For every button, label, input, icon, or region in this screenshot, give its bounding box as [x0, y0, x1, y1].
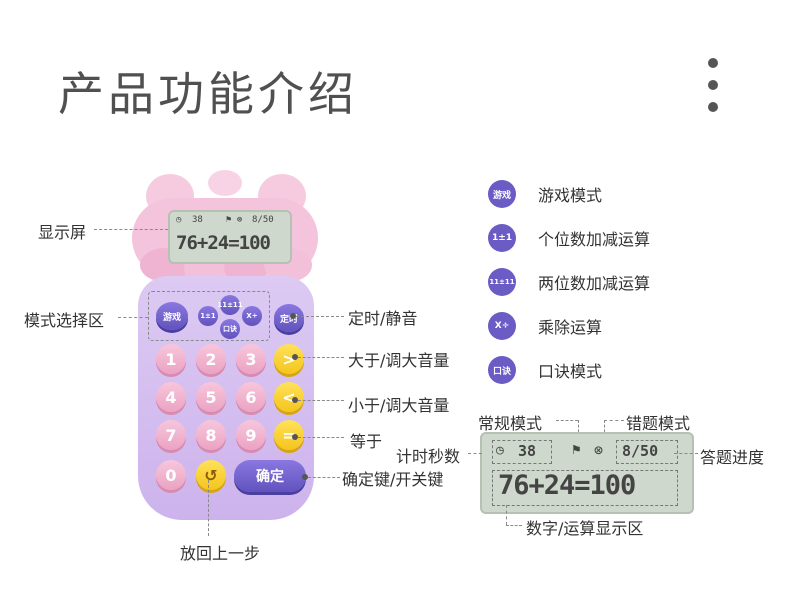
callout-display: 显示屏 — [38, 223, 87, 242]
less-key[interactable]: < — [274, 382, 304, 412]
digit-key-1[interactable]: 1 — [156, 344, 186, 374]
callout-mode-area: 模式选择区 — [24, 311, 105, 330]
lcd-progress: 8/50 — [252, 215, 274, 225]
lcd-detail-timer: 38 — [518, 442, 537, 460]
lcd-expression: 76+24=100 — [176, 232, 271, 254]
mode-selection-box — [148, 291, 270, 341]
greater-key[interactable]: > — [274, 344, 304, 374]
legend-item-oral: 口诀 口诀模式 — [488, 348, 708, 392]
leader-mode-area — [118, 317, 148, 318]
undo-key[interactable]: ↺ — [196, 460, 226, 490]
leader-equal — [298, 437, 344, 438]
calculator-display: ◷ 38 ⚑ ⊗ 8/50 76+24=100 — [168, 210, 292, 264]
label-answer-progress: 答题进度 — [700, 448, 765, 467]
lcd-detail-error-icon: ⊗ — [594, 441, 604, 459]
digit-key-8[interactable]: 8 — [196, 420, 226, 450]
lcd-flag-icon: ⚑ ⊗ — [226, 215, 243, 225]
digit-key-3[interactable]: 3 — [236, 344, 266, 374]
digit-key-7[interactable]: 7 — [156, 420, 186, 450]
legend-label-single-digit: 个位数加减运算 — [538, 230, 651, 249]
leader-greater — [298, 357, 344, 358]
oral-mode-key[interactable]: 口诀 — [220, 319, 240, 339]
legend-item-mul-div: X÷ 乘除运算 — [488, 304, 708, 348]
undo-arrow-icon: ↺ — [204, 465, 218, 485]
legend-label-game: 游戏模式 — [538, 186, 603, 205]
legend-badge-single-digit: 1±1 — [488, 224, 516, 252]
lcd-clock-icon: ◷ — [176, 215, 182, 225]
leader-display — [94, 229, 168, 230]
add-sub-2-key[interactable]: 11±11 — [217, 295, 243, 315]
callout-undo: 放回上一步 — [180, 544, 261, 563]
legend-label-mul-div: 乘除运算 — [538, 318, 603, 337]
leader-undo — [208, 480, 209, 536]
legend-item-game: 游戏 游戏模式 — [488, 172, 708, 216]
add-sub-1-key[interactable]: 1±1 — [198, 306, 218, 326]
confirm-power-key[interactable]: 确定 — [234, 460, 306, 492]
calculator: ◷ 38 ⚑ ⊗ 8/50 76+24=100 游戏 1±1 11±11 X÷ … — [120, 168, 330, 520]
lcd-detail-flag-icon: ⚑ — [572, 442, 581, 458]
leader-less — [298, 400, 344, 401]
legend-badge-oral: 口诀 — [488, 356, 516, 384]
mul-div-key[interactable]: X÷ — [242, 306, 262, 326]
game-mode-key[interactable]: 游戏 — [156, 302, 188, 330]
lcd-detail-progress: 8/50 — [622, 442, 659, 460]
digit-key-2[interactable]: 2 — [196, 344, 226, 374]
legend-badge-mul-div: X÷ — [488, 312, 516, 340]
digit-key-5[interactable]: 5 — [196, 382, 226, 412]
label-digit-area: 数字/运算显示区 — [526, 519, 644, 538]
callout-equal: 等于 — [350, 432, 383, 451]
legend-badge-double-digit: 11±11 — [488, 268, 516, 296]
lcd-timer: 38 — [192, 215, 203, 225]
label-error-mode: 错题模式 — [626, 414, 691, 433]
lcd-detail-clock-icon: ◷ — [496, 443, 504, 458]
digit-key-0[interactable]: 0 — [156, 460, 186, 490]
timer-mute-key[interactable]: 定时 — [274, 304, 304, 332]
page-title: 产品功能介绍 — [58, 67, 358, 121]
label-normal-mode: 常规模式 — [478, 414, 543, 433]
legend-item-single-digit: 1±1 个位数加减运算 — [488, 216, 708, 260]
leader-confirm — [308, 477, 340, 478]
legend-label-oral: 口诀模式 — [538, 362, 603, 381]
digit-key-6[interactable]: 6 — [236, 382, 266, 412]
lcd-detail-expression: 76+24=100 — [498, 470, 636, 501]
digit-key-4[interactable]: 4 — [156, 382, 186, 412]
mode-legend: 游戏 游戏模式 1±1 个位数加减运算 11±11 两位数加减运算 X÷ 乘除运… — [488, 172, 708, 392]
lcd-detail-panel: ◷ 38 ⚑ ⊗ 8/50 76+24=100 — [480, 432, 694, 514]
callout-greater: 大于/调大音量 — [348, 351, 450, 370]
leader-timer-mute — [296, 316, 344, 317]
callout-timer-mute: 定时/静音 — [348, 309, 418, 328]
legend-badge-game: 游戏 — [488, 180, 516, 208]
digit-key-9[interactable]: 9 — [236, 420, 266, 450]
label-timer-seconds: 计时秒数 — [396, 447, 461, 466]
legend-label-double-digit: 两位数加减运算 — [538, 274, 651, 293]
equal-key[interactable]: = — [274, 420, 304, 450]
more-menu-icon[interactable] — [706, 58, 720, 118]
legend-item-double-digit: 11±11 两位数加减运算 — [488, 260, 708, 304]
callout-confirm: 确定键/开关键 — [342, 470, 444, 489]
callout-less: 小于/调大音量 — [348, 396, 450, 415]
